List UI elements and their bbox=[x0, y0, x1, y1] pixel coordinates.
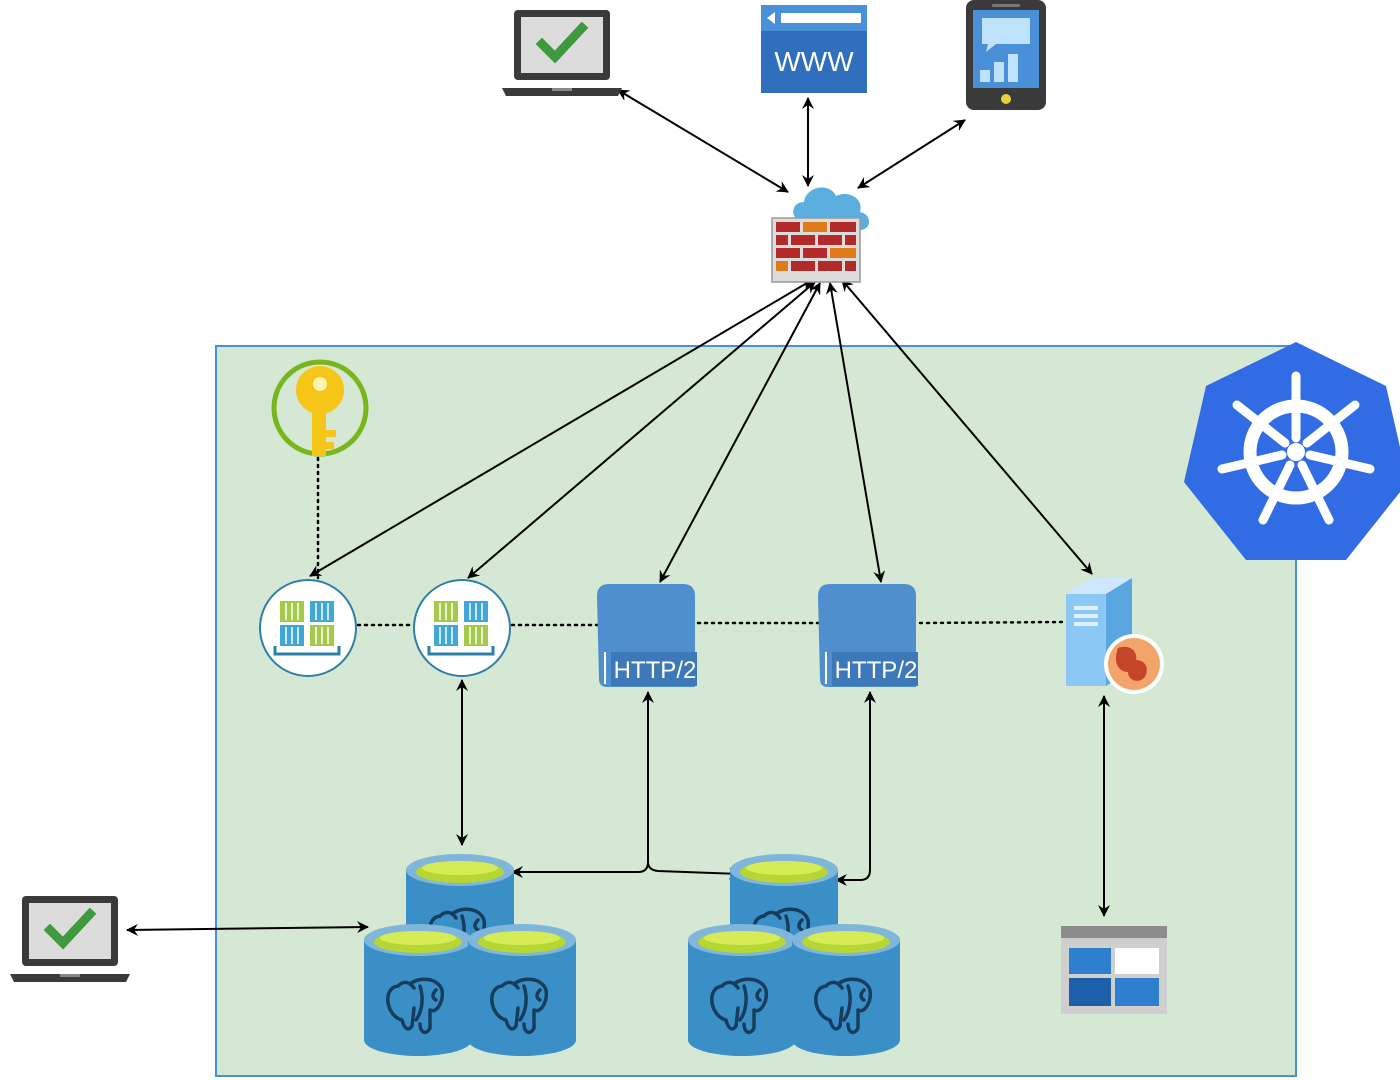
key-vault-icon bbox=[271, 359, 369, 457]
kubernetes-logo-icon bbox=[1184, 342, 1400, 560]
dashboard-icon bbox=[1061, 926, 1167, 1014]
postgresql-database-icon bbox=[686, 922, 798, 1058]
postgresql-database-icon bbox=[362, 922, 474, 1058]
gateway-label: HTTP/2 bbox=[835, 657, 918, 684]
container-registry-icon bbox=[258, 578, 358, 678]
http2-gateway-icon: HTTP/2 bbox=[596, 583, 698, 688]
laptop-icon bbox=[502, 10, 622, 96]
web-browser-icon: WWW bbox=[761, 5, 867, 93]
gateway-label: HTTP/2 bbox=[614, 657, 697, 684]
postgresql-database-icon bbox=[466, 922, 578, 1058]
edge-firewall-gateway-1 bbox=[659, 282, 821, 583]
container-registry-icon bbox=[412, 578, 512, 678]
postgresql-database-icon bbox=[790, 922, 902, 1058]
edge-mobile-firewall bbox=[857, 119, 966, 189]
edge-admin-laptop-db bbox=[126, 921, 369, 936]
www-label: WWW bbox=[774, 46, 854, 77]
gateway-db-edges bbox=[511, 691, 876, 886]
connection-edges bbox=[126, 89, 1110, 936]
web-server-icon bbox=[1066, 578, 1164, 694]
http2-gateway-icon: HTTP/2 bbox=[817, 583, 919, 688]
laptop-icon bbox=[10, 896, 130, 982]
cloud-firewall-icon bbox=[771, 187, 869, 283]
edge-laptop-firewall bbox=[617, 89, 789, 193]
mobile-phone-icon bbox=[966, 0, 1046, 110]
edge-firewall-webserver bbox=[841, 279, 1093, 575]
